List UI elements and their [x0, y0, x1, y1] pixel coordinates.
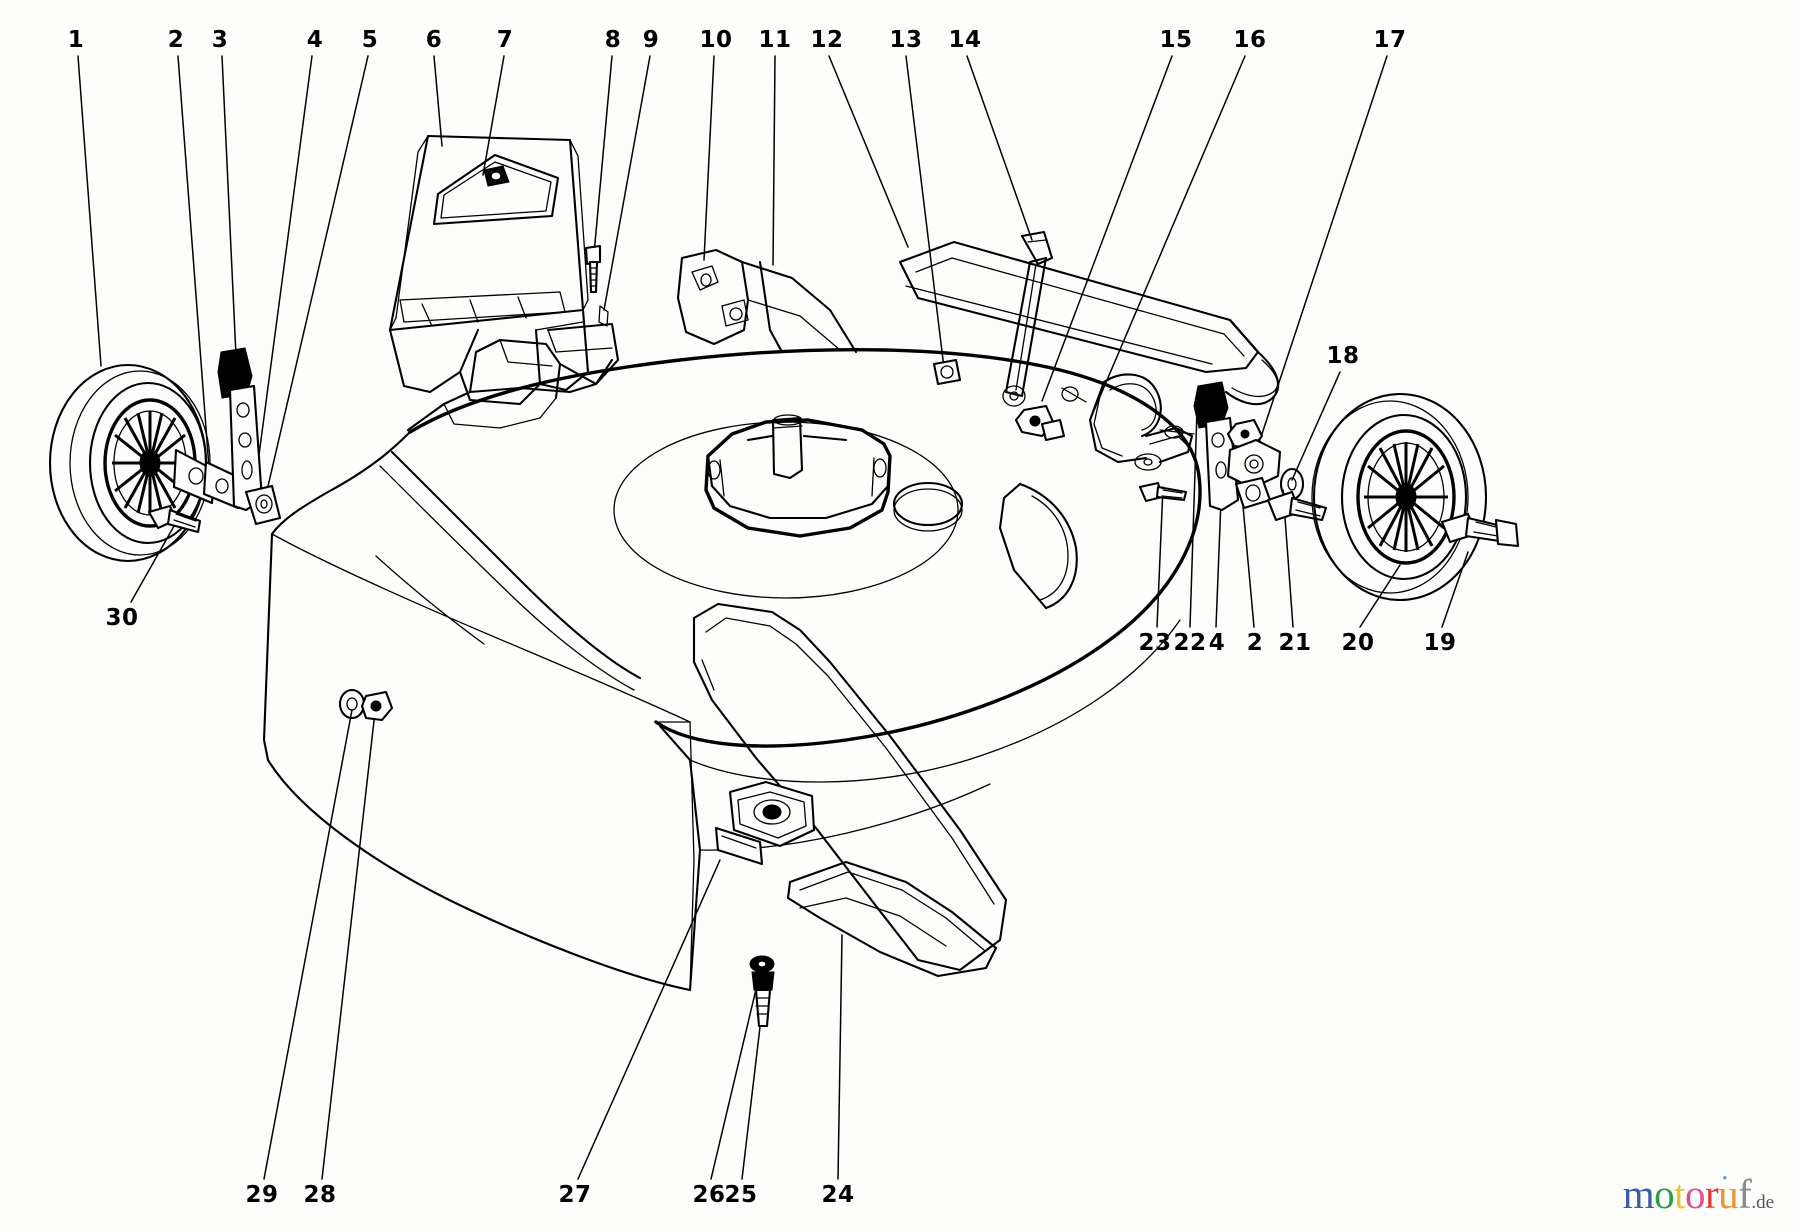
callout-label-23: 23 — [1138, 630, 1172, 656]
callout-label-25: 25 — [724, 1182, 758, 1208]
watermark-letter: r — [1705, 1171, 1719, 1217]
rear-deflector-and-rod — [898, 230, 1280, 442]
callout-label-18: 18 — [1326, 343, 1360, 369]
callout-label-22: 22 — [1173, 630, 1207, 656]
callout-label-28: 28 — [303, 1182, 337, 1208]
callout-label-11: 11 — [758, 27, 792, 53]
callout-label-8: 8 — [604, 27, 622, 53]
callout-label-17: 17 — [1373, 27, 1407, 53]
callout-label-29: 29 — [245, 1182, 279, 1208]
callout-label-12: 12 — [810, 27, 844, 53]
watermark-letter: t — [1674, 1171, 1685, 1217]
watermark-letter: o — [1654, 1171, 1675, 1217]
watermark-letter: f — [1738, 1171, 1752, 1217]
callout-label-4b: 4 — [1208, 630, 1226, 656]
callout-label-13: 13 — [889, 27, 923, 53]
callout-label-19: 19 — [1423, 630, 1457, 656]
callout-label-9: 9 — [642, 27, 660, 53]
callout-label-2b: 2 — [1246, 630, 1264, 656]
callout-label-30: 30 — [105, 605, 139, 631]
watermark-letter: m — [1622, 1171, 1655, 1217]
left-wheel-assembly — [48, 363, 242, 563]
deck-rear-clips — [1061, 386, 1195, 439]
callout-label-6: 6 — [425, 27, 443, 53]
watermark-letter: u — [1718, 1171, 1739, 1217]
callout-label-16: 16 — [1233, 27, 1267, 53]
callout-label-7: 7 — [496, 27, 514, 53]
left-height-adjust-bracket — [147, 347, 282, 534]
site-watermark: • motoruf.de — [1623, 1171, 1774, 1217]
watermark-dot: • — [1722, 1171, 1727, 1187]
left-rear-hardware — [338, 688, 394, 722]
callout-label-26: 26 — [692, 1182, 726, 1208]
mower-housing-deck — [262, 248, 1202, 992]
callout-label-10: 10 — [699, 27, 733, 53]
callout-label-14: 14 — [948, 27, 982, 53]
watermark-letters: motoruf — [1623, 1171, 1752, 1217]
callout-label-3: 3 — [211, 27, 229, 53]
blade-and-adapter — [692, 602, 1008, 1028]
watermark-letter: o — [1685, 1171, 1706, 1217]
callout-label-5: 5 — [361, 27, 379, 53]
callout-label-27: 27 — [558, 1182, 592, 1208]
right-wheel-assembly — [1311, 392, 1520, 602]
callout-label-24: 24 — [821, 1182, 855, 1208]
watermark-suffix: .de — [1751, 1192, 1774, 1213]
callout-label-1: 1 — [67, 27, 85, 53]
leader-lines — [77, 55, 1469, 1180]
cover-screw-hardware — [584, 244, 609, 327]
callout-label-15: 15 — [1159, 27, 1193, 53]
right-height-linkage — [1088, 373, 1328, 522]
callout-label-20: 20 — [1341, 630, 1375, 656]
top-cover-panel — [388, 134, 590, 406]
callout-label-2a: 2 — [167, 27, 185, 53]
callout-label-21: 21 — [1278, 630, 1312, 656]
callout-label-4a: 4 — [306, 27, 324, 53]
